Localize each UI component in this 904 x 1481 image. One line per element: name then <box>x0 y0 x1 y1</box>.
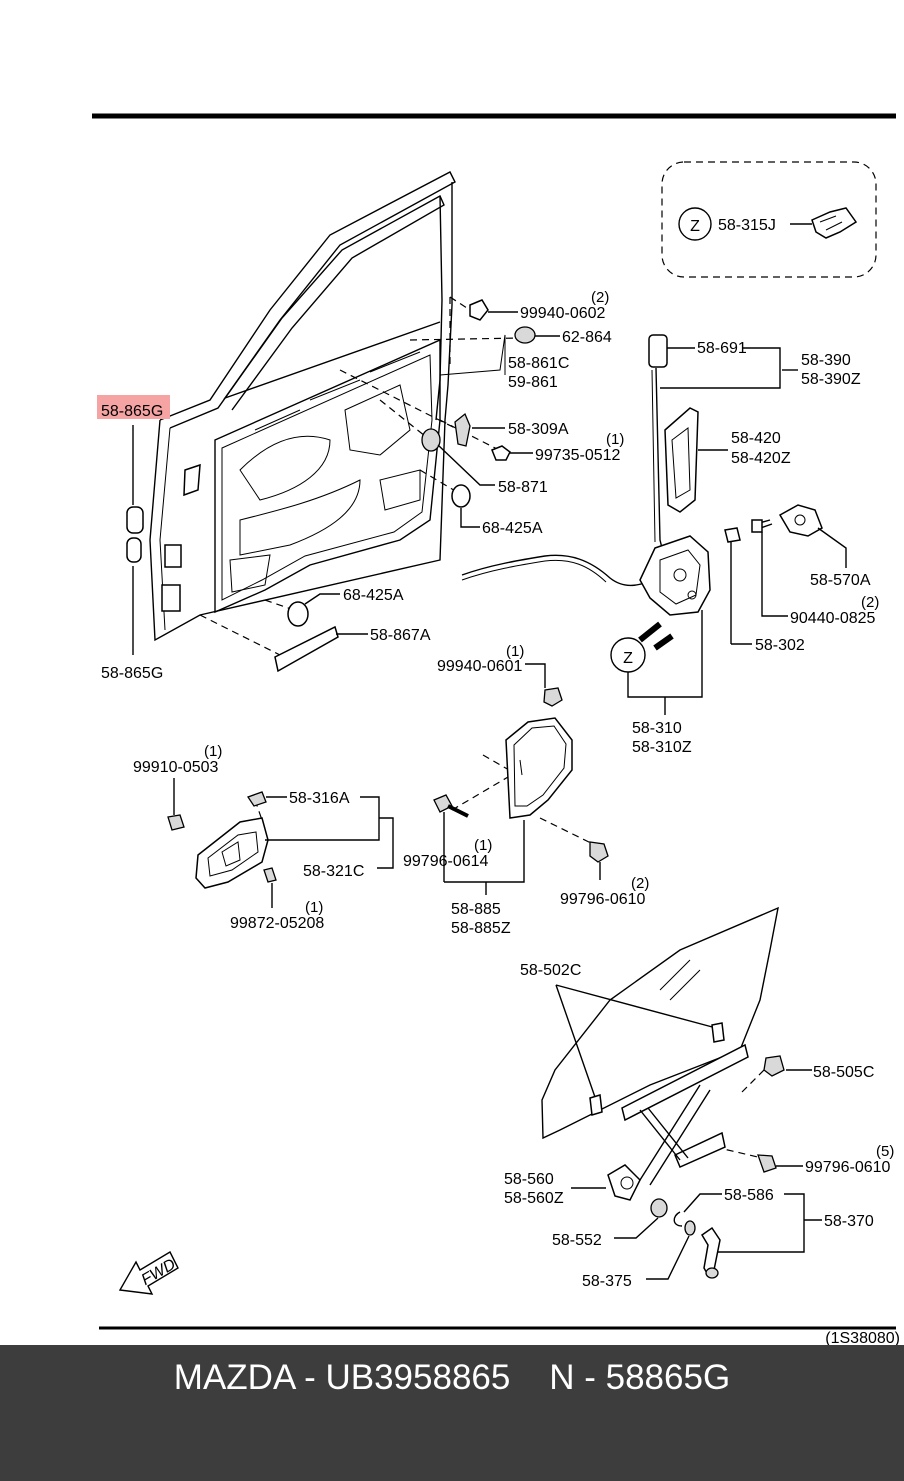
label-58-570A: 58-570A <box>810 572 871 589</box>
label-59-861: 59-861 <box>508 374 558 391</box>
label-58-505C: 58-505C <box>813 1064 874 1081</box>
label-99796-0610-b: 99796-0610 <box>805 1159 891 1176</box>
label-62-864: 62-864 <box>562 329 612 346</box>
label-99940-0601: 99940-0601 <box>437 658 523 675</box>
qty-99735-0512: (1) <box>606 431 624 448</box>
label-99796-0610-a: 99796-0610 <box>560 891 646 908</box>
qty-99910-0503: (1) <box>204 743 222 760</box>
fwd-label: FWD <box>139 1256 179 1289</box>
door-lock <box>639 535 711 616</box>
label-58-871: 58-871 <box>498 479 548 496</box>
z-detail-box: Z 58-315J <box>661 161 877 278</box>
label-58-370: 58-370 <box>824 1213 874 1230</box>
label-58-420: 58-420 <box>731 430 781 447</box>
label-99940-0602: 99940-0602 <box>520 305 606 322</box>
qty-99796-0614: (1) <box>474 837 492 854</box>
inside-handle-bracket <box>505 717 573 819</box>
z-callout-letter: Z <box>690 218 700 235</box>
label-68-425A-left: 68-425A <box>343 587 404 604</box>
label-58-885Z: 58-885Z <box>451 920 511 937</box>
qty-99796-0610-b: (5) <box>876 1143 894 1160</box>
label-58-390Z: 58-390Z <box>801 371 861 388</box>
label-58-315J: 58-315J <box>718 217 776 234</box>
label-58-560Z: 58-560Z <box>504 1190 564 1207</box>
label-58-310Z: 58-310Z <box>632 739 692 756</box>
label-58-586: 58-586 <box>724 1187 774 1204</box>
label-58-691: 58-691 <box>697 340 747 357</box>
door-glass <box>541 906 779 1140</box>
qty-90440-0825: (2) <box>861 594 879 611</box>
label-99735-0512: 99735-0512 <box>535 447 621 464</box>
qty-99872-05208: (1) <box>305 899 323 916</box>
part-number-caption: MAZDA - UB3958865 N - 58865G <box>173 1358 731 1397</box>
label-58-867A: 58-867A <box>370 627 431 644</box>
qty-99940-0602: (2) <box>591 289 609 306</box>
inside-handle <box>195 817 269 889</box>
label-99796-0614: 99796-0614 <box>403 853 489 870</box>
label-58-321C: 58-321C <box>303 863 364 880</box>
label-68-425A-right: 68-425A <box>482 520 543 537</box>
z-marker-letter: Z <box>623 650 633 667</box>
highlight-58-865G <box>97 395 170 419</box>
label-99910-0503: 99910-0503 <box>133 759 219 776</box>
footer-bar <box>0 1345 904 1481</box>
label-90440-0825: 90440-0825 <box>790 610 876 627</box>
label-58-885: 58-885 <box>451 901 501 918</box>
fwd-arrow-icon: FWD <box>118 1251 179 1295</box>
label-58-302: 58-302 <box>755 637 805 654</box>
label-58-316A: 58-316A <box>289 790 350 807</box>
window-regulator <box>607 1043 749 1201</box>
reference-code: (1S38080) <box>825 1330 900 1345</box>
label-58-865G-top: 58-865G <box>101 403 163 420</box>
label-58-560: 58-560 <box>504 1171 554 1188</box>
label-58-309A: 58-309A <box>508 421 569 438</box>
label-58-420Z: 58-420Z <box>731 450 791 467</box>
door-frame <box>149 171 456 642</box>
label-58-552: 58-552 <box>552 1232 602 1249</box>
label-58-502C: 58-502C <box>520 962 581 979</box>
label-58-861C: 58-861C <box>508 355 569 372</box>
label-58-375: 58-375 <box>582 1273 632 1290</box>
label-58-390: 58-390 <box>801 352 851 369</box>
label-58-310: 58-310 <box>632 720 682 737</box>
label-99872-05208: 99872-05208 <box>230 915 324 932</box>
qty-99796-0610-a: (2) <box>631 875 649 892</box>
qty-99940-0601: (1) <box>506 643 524 660</box>
label-58-865G-bottom: 58-865G <box>101 665 163 682</box>
parts-diagram: Z 58-315J <box>92 113 900 1345</box>
